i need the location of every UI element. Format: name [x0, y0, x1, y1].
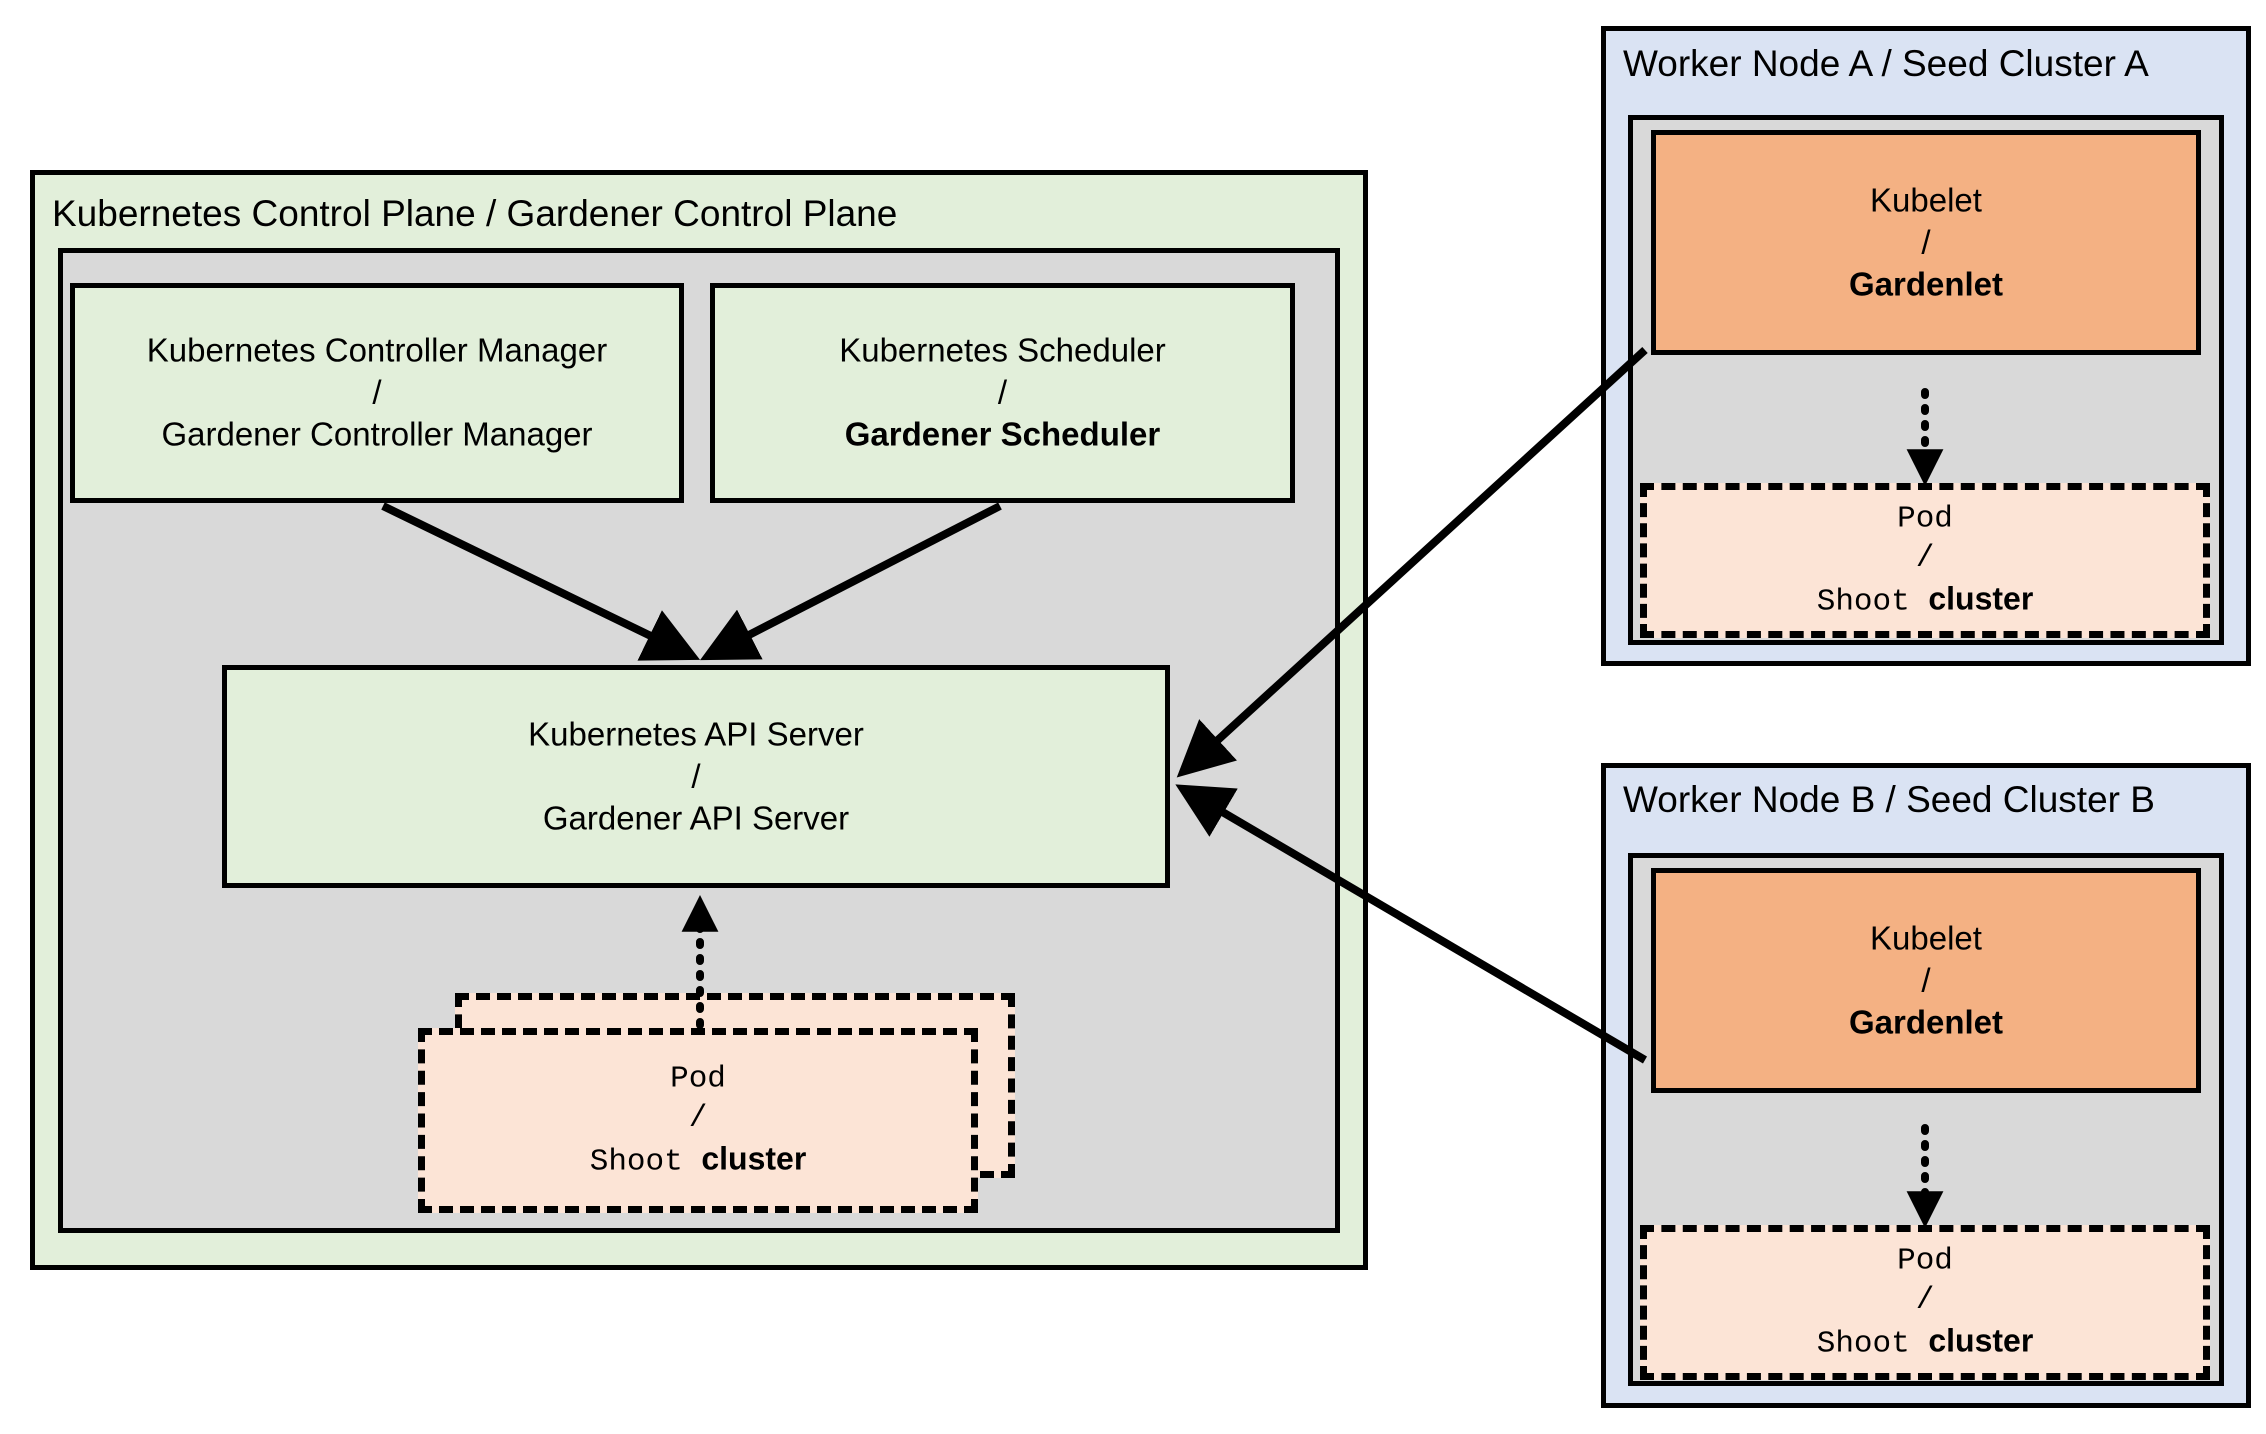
- controller-manager-separator: /: [372, 373, 382, 411]
- seed-b-kubelet-box[interactable]: Kubelet / Gardenlet: [1651, 868, 2201, 1093]
- seed-b-pod-line2-mono: Shoot: [1816, 1326, 1929, 1362]
- scheduler-line1: Kubernetes Scheduler: [839, 331, 1166, 369]
- seed-a-pod-line1: Pod: [1897, 500, 1953, 536]
- seed-a-kubelet-separator: /: [1921, 223, 1931, 261]
- control-plane-pod-line2-mono: Shoot: [589, 1144, 702, 1180]
- seed-a-pod-line2: Shoot cluster: [1647, 578, 2203, 622]
- controller-manager-box[interactable]: Kubernetes Controller Manager / Gardener…: [70, 283, 684, 503]
- control-plane-pod-line2-bold: cluster: [701, 1140, 807, 1177]
- controller-manager-line2: Gardener Controller Manager: [161, 416, 593, 454]
- seed-a-kubelet-line1: Kubelet: [1870, 181, 1982, 219]
- seed-a-kubelet-line2: Gardenlet: [1848, 265, 2004, 303]
- seed-b-kubelet-line2: Gardenlet: [1848, 1003, 2004, 1041]
- seed-a-pod-line2-mono: Shoot: [1816, 584, 1929, 620]
- scheduler-separator: /: [997, 373, 1008, 411]
- api-server-separator: /: [691, 757, 701, 795]
- seed-b-pod-line1: Pod: [1897, 1242, 1953, 1278]
- seed-b-kubelet-separator: /: [1921, 961, 1931, 999]
- controller-manager-line1: Kubernetes Controller Manager: [146, 331, 608, 369]
- scheduler-line2: Gardener Scheduler: [844, 416, 1161, 454]
- control-plane-title: Kubernetes Control Plane / Gardener Cont…: [52, 193, 898, 234]
- api-server-line2: Gardener API Server: [542, 799, 850, 837]
- seed-b-pod-line2: Shoot cluster: [1647, 1320, 2203, 1364]
- control-plane-pod-separator: /: [688, 1100, 708, 1136]
- control-plane-pod-box[interactable]: Pod / Shoot cluster: [418, 1028, 978, 1213]
- seed-a-title: Worker Node A / Seed Cluster A: [1623, 43, 2149, 84]
- scheduler-box[interactable]: Kubernetes Scheduler / Gardener Schedule…: [710, 283, 1295, 503]
- seed-a-pod-separator: /: [1915, 540, 1935, 576]
- seed-b-title: Worker Node B / Seed Cluster B: [1623, 779, 2155, 820]
- control-plane-pod-line2: Shoot cluster: [425, 1138, 971, 1182]
- seed-a-pod-line2-bold: cluster: [1928, 580, 2034, 617]
- seed-b-pod-box[interactable]: Pod / Shoot cluster: [1640, 1225, 2210, 1380]
- seed-a-pod-box[interactable]: Pod / Shoot cluster: [1640, 483, 2210, 638]
- api-server-box[interactable]: Kubernetes API Server / Gardener API Ser…: [222, 665, 1170, 888]
- api-server-line1: Kubernetes API Server: [528, 715, 864, 753]
- control-plane-pod-line1: Pod: [670, 1060, 726, 1096]
- seed-b-pod-separator: /: [1915, 1282, 1935, 1318]
- seed-b-kubelet-line1: Kubelet: [1870, 919, 1982, 957]
- seed-a-kubelet-box[interactable]: Kubelet / Gardenlet: [1651, 130, 2201, 355]
- seed-b-pod-line2-bold: cluster: [1928, 1322, 2034, 1359]
